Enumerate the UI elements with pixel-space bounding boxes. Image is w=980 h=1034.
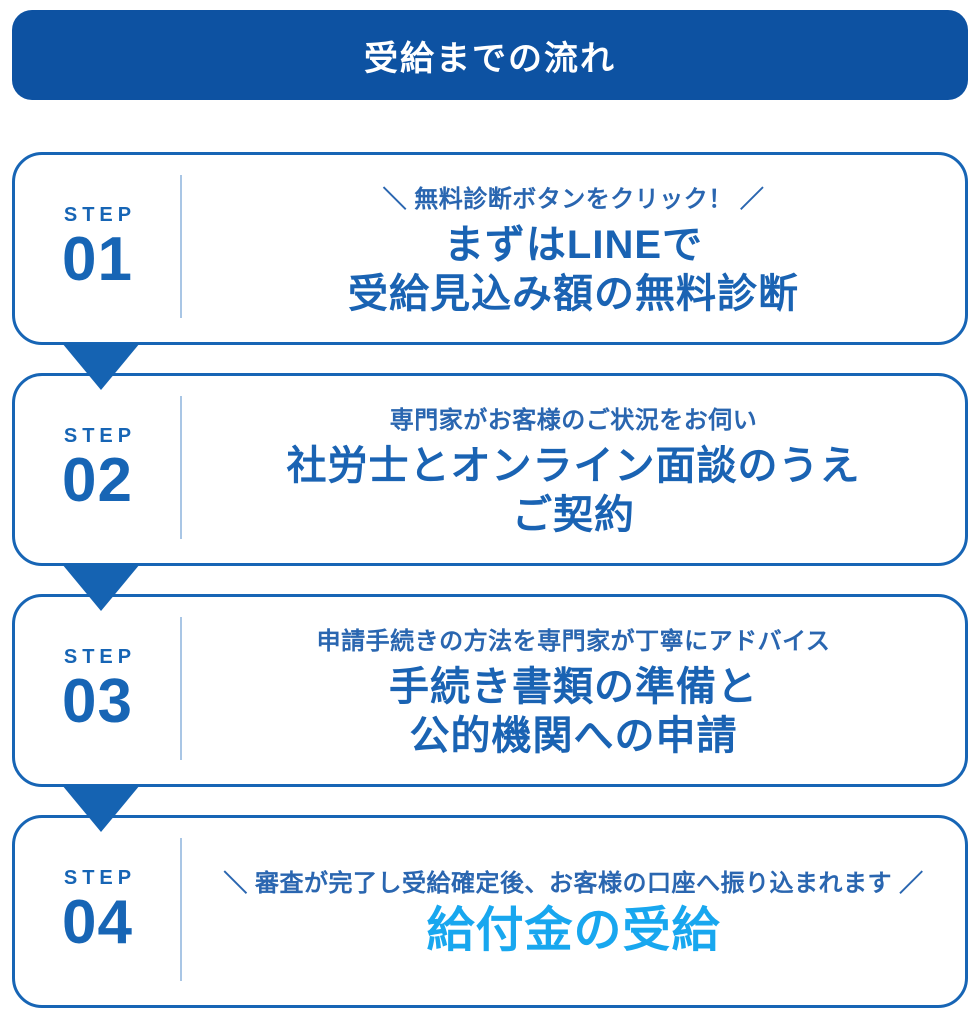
step-number: 03 [62,667,133,737]
step-heading-line: 社労士とオンライン面談のうえ [286,443,861,488]
step-heading-line: まずはLINEで [443,222,704,267]
step-indicator: STEP 01 [15,155,180,342]
step-label: STEP [63,425,137,448]
step-heading-line: 受給見込み額の無料診断 [348,271,799,316]
step-content: ＼ 無料診断ボタンをクリック！ ／ まずはLINEで受給見込み額の無料診断 [182,155,965,342]
step-number: 04 [62,888,133,958]
step-number: 02 [62,446,133,516]
step-caption: 専門家がお客様のご状況をお伺い [389,406,758,434]
step-card-04: STEP 04 ＼ 審査が完了し受給確定後、お客様の口座へ振り込まれます ／ 給… [12,815,968,1008]
page-title: 受給までの流れ [364,39,616,78]
step-heading: まずはLINEで受給見込み額の無料診断 [348,221,799,319]
step-caption: ＼ 審査が完了し受給確定後、お客様の口座へ振り込まれます ／ [223,869,924,897]
step-content: 申請手続きの方法を専門家が丁寧にアドバイス 手続き書類の準備と公的機関への申請 [182,597,965,784]
step-indicator: STEP 02 [15,376,180,563]
vertical-divider [180,838,182,981]
step-caption: ＼ 無料診断ボタンをクリック！ ／ [382,185,765,213]
step-heading-line: 公的機関への申請 [409,713,738,758]
step-label: STEP [63,204,137,227]
step-heading-line: 手続き書類の準備と [389,664,758,709]
down-arrow-icon [62,343,140,390]
step-number: 01 [62,225,133,295]
down-arrow-icon [62,564,140,611]
step-label: STEP [63,867,137,890]
step-indicator: STEP 03 [15,597,180,784]
vertical-divider [180,396,182,539]
step-content: ＼ 審査が完了し受給確定後、お客様の口座へ振り込まれます ／ 給付金の受給 [182,818,965,1005]
step-card-03: STEP 03 申請手続きの方法を専門家が丁寧にアドバイス 手続き書類の準備と公… [12,594,968,832]
step-heading-line: 給付金の受給 [426,903,721,957]
step-content: 専門家がお客様のご状況をお伺い 社労士とオンライン面談のうえご契約 [182,376,965,563]
down-arrow-icon [62,785,140,832]
step-heading: 給付金の受給 [426,902,720,961]
step-heading-line: ご契約 [512,492,635,537]
step-heading: 手続き書類の準備と公的機関への申請 [389,663,758,761]
title-banner: 受給までの流れ [12,10,968,100]
steps-flow: STEP 01 ＼ 無料診断ボタンをクリック！ ／ まずはLINEで受給見込み額… [12,152,968,1008]
step-indicator: STEP 04 [15,818,180,1005]
step-card-01: STEP 01 ＼ 無料診断ボタンをクリック！ ／ まずはLINEで受給見込み額… [12,152,968,390]
vertical-divider [180,617,182,760]
step-card-02: STEP 02 専門家がお客様のご状況をお伺い 社労士とオンライン面談のうえご契… [12,373,968,611]
step-caption: 申請手続きの方法を専門家が丁寧にアドバイス [316,627,831,655]
step-heading: 社労士とオンライン面談のうえご契約 [287,442,861,540]
step-label: STEP [63,646,137,669]
vertical-divider [180,175,182,318]
